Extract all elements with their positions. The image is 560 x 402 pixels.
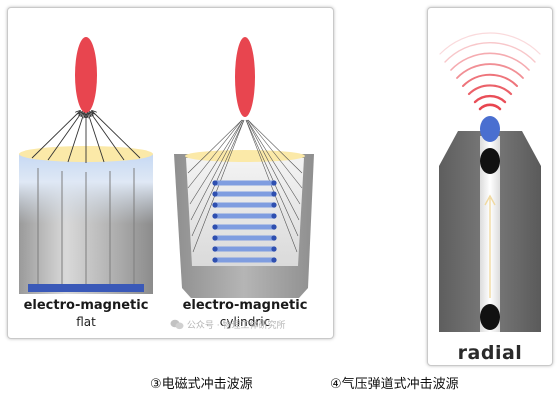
watermark-text: 公众号 · 物理工体研究所 [186, 321, 286, 331]
cylindric-subtitle: cylindric [219, 315, 271, 329]
flat-wave-arrows [31, 111, 141, 163]
electromagnetic-diagram [19, 37, 314, 298]
projectile-top [480, 148, 500, 174]
flat-title: electro-magnetic [23, 298, 149, 313]
radial-title: radial [457, 342, 523, 364]
cylindric-top-ellipse [185, 150, 305, 162]
projectile-bottom [480, 304, 500, 330]
flat-coil-plate [28, 284, 144, 292]
cylindric-wave-rays [187, 119, 303, 253]
flat-subtitle: flat [76, 315, 96, 329]
flat-focal-zone [75, 37, 97, 113]
caption-electromagnetic: ③电磁式冲击波源 [150, 377, 253, 392]
radial-panel: radial [427, 7, 553, 366]
electromagnetic-panel: electro-magnetic flat electro-magnetic c… [7, 7, 334, 339]
cylindric-coil-stack [212, 180, 277, 263]
caption-ballistic: ④气压弹道式冲击波源 [330, 377, 459, 392]
cylindric-focal-zone [235, 37, 255, 117]
watermark: 公众号 · 物理工体研究所 [170, 318, 285, 331]
radial-wave-arcs [439, 32, 541, 111]
cylindric-title: electro-magnetic [182, 298, 308, 313]
applicator-tip [480, 116, 500, 142]
wechat-icon [170, 319, 184, 330]
radial-diagram [439, 32, 541, 332]
projectile-direction-arrow [484, 194, 496, 206]
flat-ribs [37, 168, 135, 292]
